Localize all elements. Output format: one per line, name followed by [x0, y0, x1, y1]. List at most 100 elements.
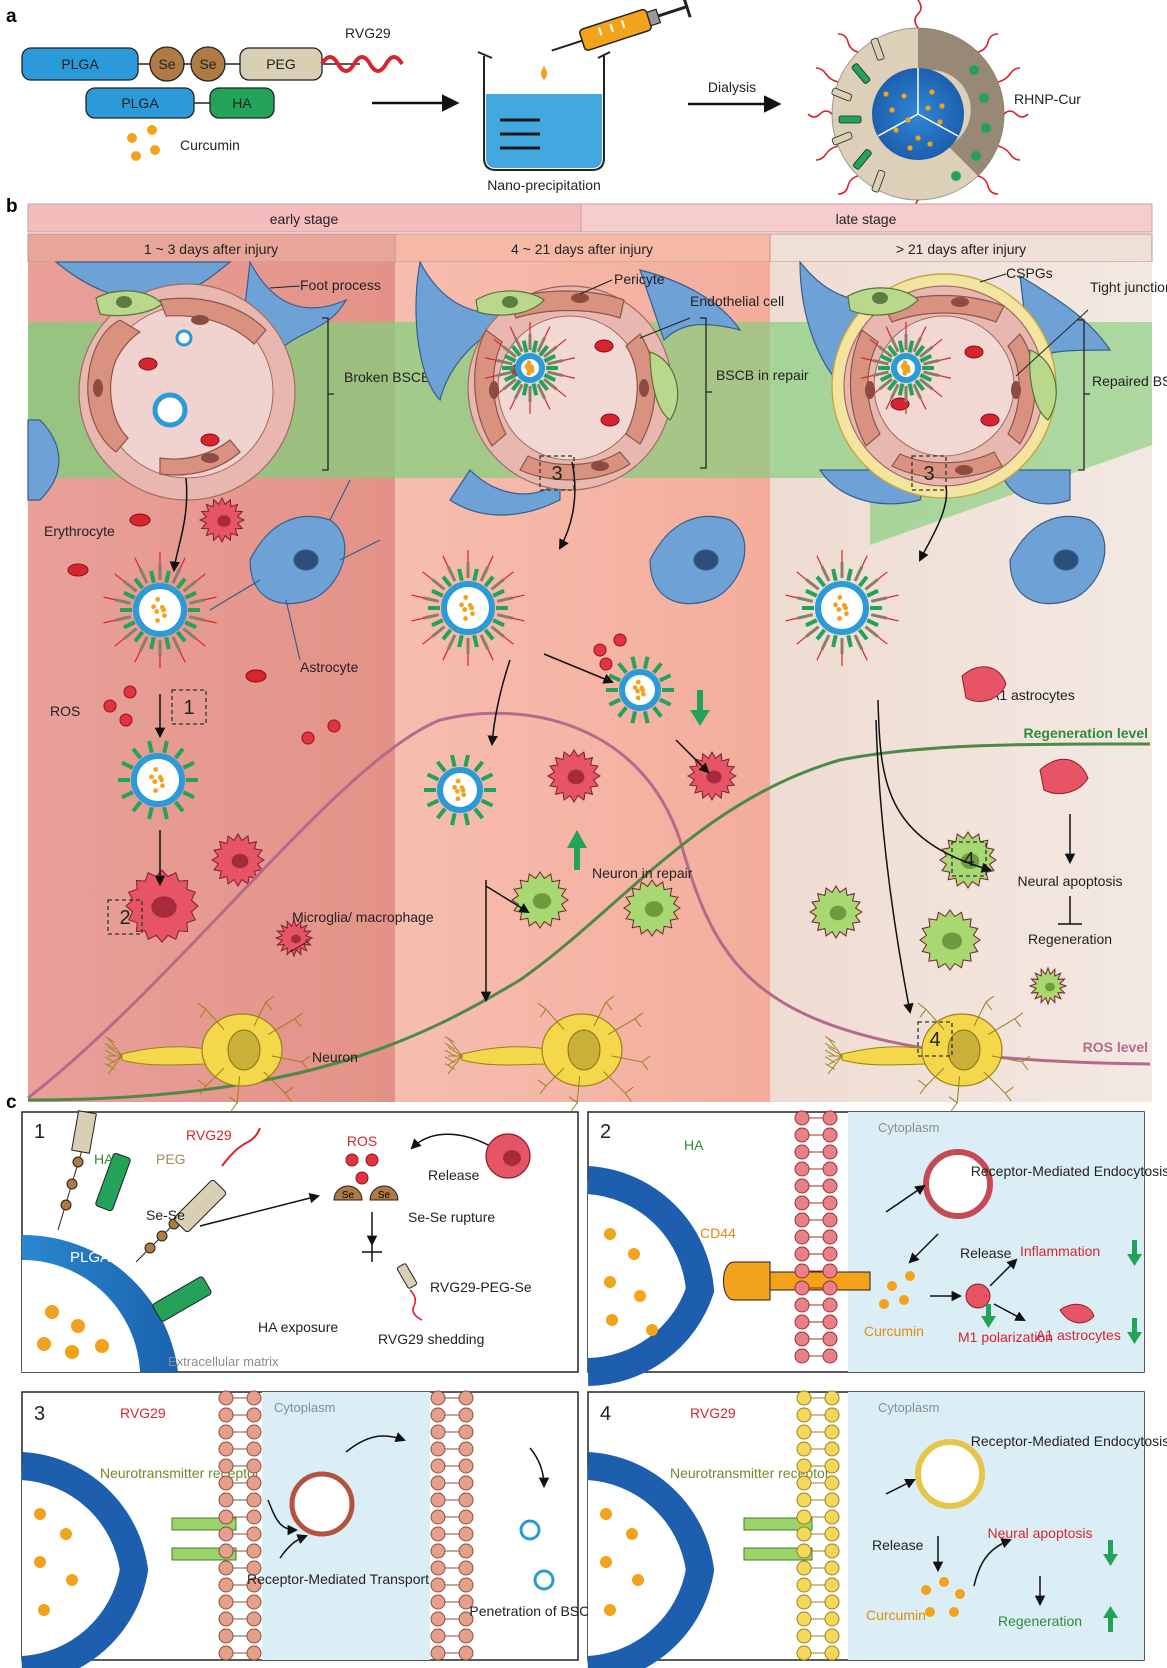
astrocyte-label: Astrocyte — [300, 659, 359, 675]
svg-text:2: 2 — [119, 907, 130, 929]
nanoparticle-icon — [411, 550, 525, 666]
regeneration-level-label: Regeneration level — [1024, 725, 1149, 741]
astrocyte-cell — [1009, 515, 1106, 605]
sese-label: Se-Se — [146, 1207, 185, 1223]
panel-c: c PLGA HA PEG RVG29 Se-Se — [6, 1092, 1167, 1668]
endosome — [923, 1149, 993, 1219]
period3-header — [769, 233, 1153, 263]
nanoparticle-icon — [861, 322, 951, 414]
astrocyte-cell — [649, 515, 746, 605]
nanoparticle-icon — [785, 550, 899, 666]
endothelial-label: Endothelial cell — [690, 293, 784, 309]
rvg29-label: RVG29 — [120, 1405, 166, 1421]
cd44-label: CD44 — [700, 1225, 736, 1241]
box-number: 1 — [34, 1121, 45, 1143]
se-bead — [149, 46, 185, 82]
nanoparticle-icon — [424, 754, 496, 826]
microglia-icon — [485, 1133, 531, 1179]
panel-b: b early stage late stage 1 ~ 3 days afte… — [6, 196, 1167, 1112]
neuron-icon — [104, 995, 311, 1112]
cytoplasm-label: Cytoplasm — [878, 1120, 939, 1135]
ros-label: ROS — [50, 703, 80, 719]
repaired-bscb-label: Repaired BSCB — [1092, 373, 1167, 389]
plga-block — [85, 87, 195, 119]
a1-astrocytes-label: A1 astrocytes — [1036, 1327, 1121, 1343]
step-box: 1 — [171, 689, 207, 725]
cytoplasm-label: Cytoplasm — [274, 1400, 335, 1415]
panel-c-letter: c — [6, 1092, 17, 1113]
svg-text:3: 3 — [923, 463, 934, 485]
mechanism-box-4: RVG29 Neurotransmitter receptor Cytoplas… — [586, 1390, 1167, 1668]
inflammation-label: Inflammation — [1020, 1243, 1100, 1259]
plga-label: PLGA — [70, 1249, 110, 1266]
up-arrow-icon — [567, 830, 587, 870]
regeneration-label: Regeneration — [1028, 931, 1112, 947]
ros-level-label: ROS level — [1083, 1039, 1148, 1055]
late-stage-label: late stage — [836, 211, 897, 227]
microglia-icon — [211, 833, 265, 887]
bscb-repair-label: BSCB in repair — [716, 367, 809, 383]
microglia-icon — [511, 871, 569, 929]
svg-text:3: 3 — [551, 463, 562, 485]
down-arrow-icon — [690, 690, 710, 726]
a1-astrocyte-cell — [961, 666, 1089, 794]
neuron-icons — [104, 995, 1031, 1112]
neuron-icon — [824, 995, 1031, 1112]
dialysis-label: Dialysis — [708, 79, 756, 95]
up-arrow-icon — [1103, 1606, 1118, 1632]
se-se-rupture-label: Se-Se rupture — [408, 1209, 495, 1225]
nanoparticle-icon — [485, 322, 575, 414]
ha-label: HA — [232, 95, 252, 111]
release-label: Release — [428, 1167, 480, 1183]
peg-label: PEG — [266, 56, 296, 72]
down-arrow-icon — [1103, 1540, 1118, 1566]
plga-label: PLGA — [61, 56, 99, 72]
neuron-icon — [444, 995, 651, 1112]
rhnp-cur-nanoparticle — [807, 0, 1029, 229]
pericyte-label: Pericyte — [614, 271, 665, 287]
ros-dots — [103, 633, 627, 745]
se-label: Se — [199, 56, 216, 72]
cell-membrane — [794, 1110, 838, 1364]
panel-a-letter: a — [6, 6, 17, 27]
mechanism-box-2: HA CD44 Cytoplasm Receptor-Mediated Endo… — [586, 1110, 1167, 1386]
period2-header — [394, 233, 771, 263]
step-box: 3 — [911, 455, 947, 491]
step-box: 4 — [951, 841, 987, 877]
box-number: 4 — [600, 1403, 611, 1425]
ha-label: HA — [94, 1151, 114, 1167]
curcumin-dots — [127, 125, 160, 161]
transcytosis-vesicle — [289, 1471, 355, 1537]
plga-block — [21, 47, 139, 81]
nt-receptor-label: Neurotransmitter receptor — [100, 1465, 260, 1481]
rvg29-label: RVG29 — [690, 1405, 736, 1421]
microglia-icon — [198, 496, 246, 544]
step-box: 2 — [107, 899, 143, 935]
period2-label: 4 ~ 21 days after injury — [511, 241, 653, 257]
rmt-label: Receptor-Mediated Transport — [247, 1571, 429, 1587]
microglia-icon — [623, 879, 681, 937]
rme-label: Receptor-Mediated Endocytosis — [971, 1433, 1167, 1449]
release-label: Release — [960, 1245, 1012, 1261]
nanoparticle-icon — [118, 740, 198, 820]
rvg29-shedding-label: RVG29 shedding — [378, 1331, 484, 1347]
release-label: Release — [872, 1537, 924, 1553]
svg-text:1: 1 — [183, 697, 194, 719]
cell-membrane — [796, 1390, 840, 1661]
se-bead — [190, 46, 226, 82]
flow-arrows — [154, 461, 993, 1015]
foot-process-label: Foot process — [300, 277, 381, 293]
nano-precipitation-label: Nano-precipitation — [487, 177, 601, 193]
astrocyte-cell — [209, 479, 381, 661]
panel-a: a PLGA Se Se PEG RVG29 PLGA HA Curcumin — [6, 0, 1081, 229]
cell-membrane — [430, 1390, 474, 1661]
vessel-broken — [27, 259, 348, 501]
curcumin-label: Curcumin — [866, 1607, 926, 1623]
plga-label: PLGA — [121, 95, 159, 111]
tight-junction-label: Tight junction — [1090, 279, 1167, 295]
erythrocyte-label: Erythrocyte — [44, 523, 115, 539]
beaker-icon — [477, 51, 611, 171]
endosome — [915, 1439, 985, 1509]
box-number: 3 — [34, 1403, 45, 1425]
